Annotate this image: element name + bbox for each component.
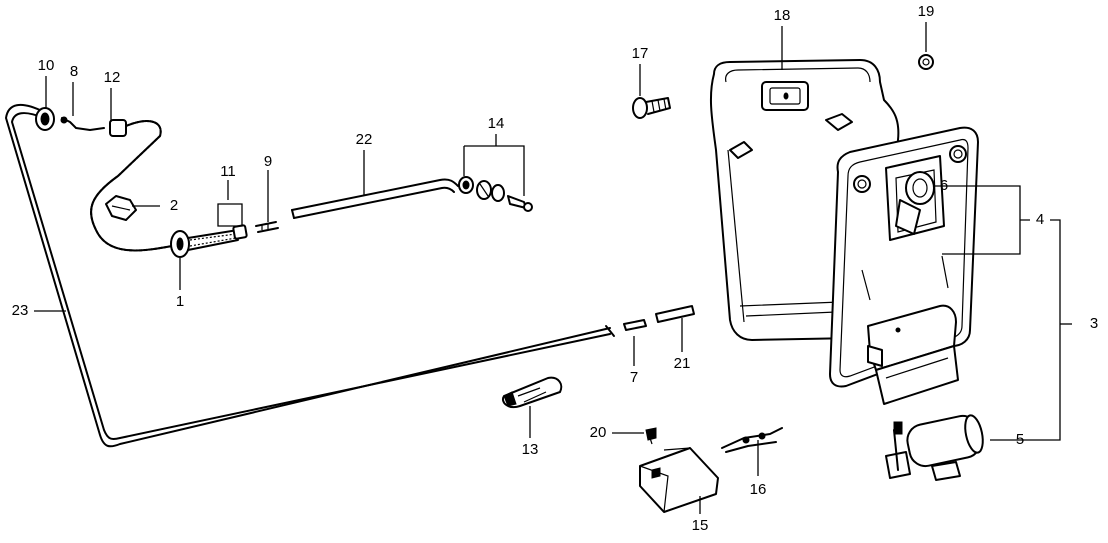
washer-pump <box>885 414 984 481</box>
callout-2: 2 <box>170 197 178 214</box>
bracket-screw <box>645 427 657 445</box>
lower-hinge-bracket <box>867 304 959 405</box>
callout-5: 5 <box>1016 431 1024 448</box>
wire-harness <box>721 427 783 453</box>
callout-3: 3 <box>1090 315 1098 332</box>
callout-12: 12 <box>104 69 121 86</box>
grommet <box>35 107 55 131</box>
spiral-hose <box>90 119 173 252</box>
washer-tube-22 <box>291 178 459 219</box>
leader-lines <box>34 22 1072 514</box>
pump-bracket <box>639 447 719 513</box>
callout-15: 15 <box>692 517 709 534</box>
callout-7: 7 <box>630 369 638 386</box>
callout-21: 21 <box>674 355 691 372</box>
callout-9: 9 <box>264 153 272 170</box>
pump-mount <box>895 171 935 235</box>
tube-joint-11 <box>232 224 248 240</box>
callout-13: 13 <box>522 441 539 458</box>
callout-23: 23 <box>12 302 29 319</box>
tube-joint-9 <box>255 221 279 233</box>
long-washer-tube <box>5 103 615 448</box>
callout-11: 11 <box>220 163 236 180</box>
tube-21 <box>655 305 695 323</box>
hose-clip <box>60 116 105 131</box>
hose-clamp <box>105 195 137 221</box>
callout-19: 19 <box>918 3 935 20</box>
callout-10: 10 <box>38 57 55 74</box>
washer-nozzle <box>170 229 239 258</box>
check-valve <box>458 176 533 212</box>
callout-6: 6 <box>940 177 948 194</box>
callout-1: 1 <box>176 293 184 310</box>
callout-4: 4 <box>1036 211 1044 228</box>
callout-18: 18 <box>774 7 791 24</box>
callout-labels: 10 8 12 2 1 11 9 22 14 17 18 19 6 4 3 5 … <box>12 3 1099 534</box>
callout-16: 16 <box>750 481 767 498</box>
tapping-screw <box>632 97 671 119</box>
nut <box>918 54 934 70</box>
tube-joint-7 <box>623 319 647 331</box>
callout-14: 14 <box>488 115 505 132</box>
tube-clip <box>502 376 563 408</box>
callout-8: 8 <box>70 63 78 80</box>
callout-17: 17 <box>632 45 649 62</box>
callout-22: 22 <box>356 131 373 148</box>
callout-20: 20 <box>590 424 607 441</box>
